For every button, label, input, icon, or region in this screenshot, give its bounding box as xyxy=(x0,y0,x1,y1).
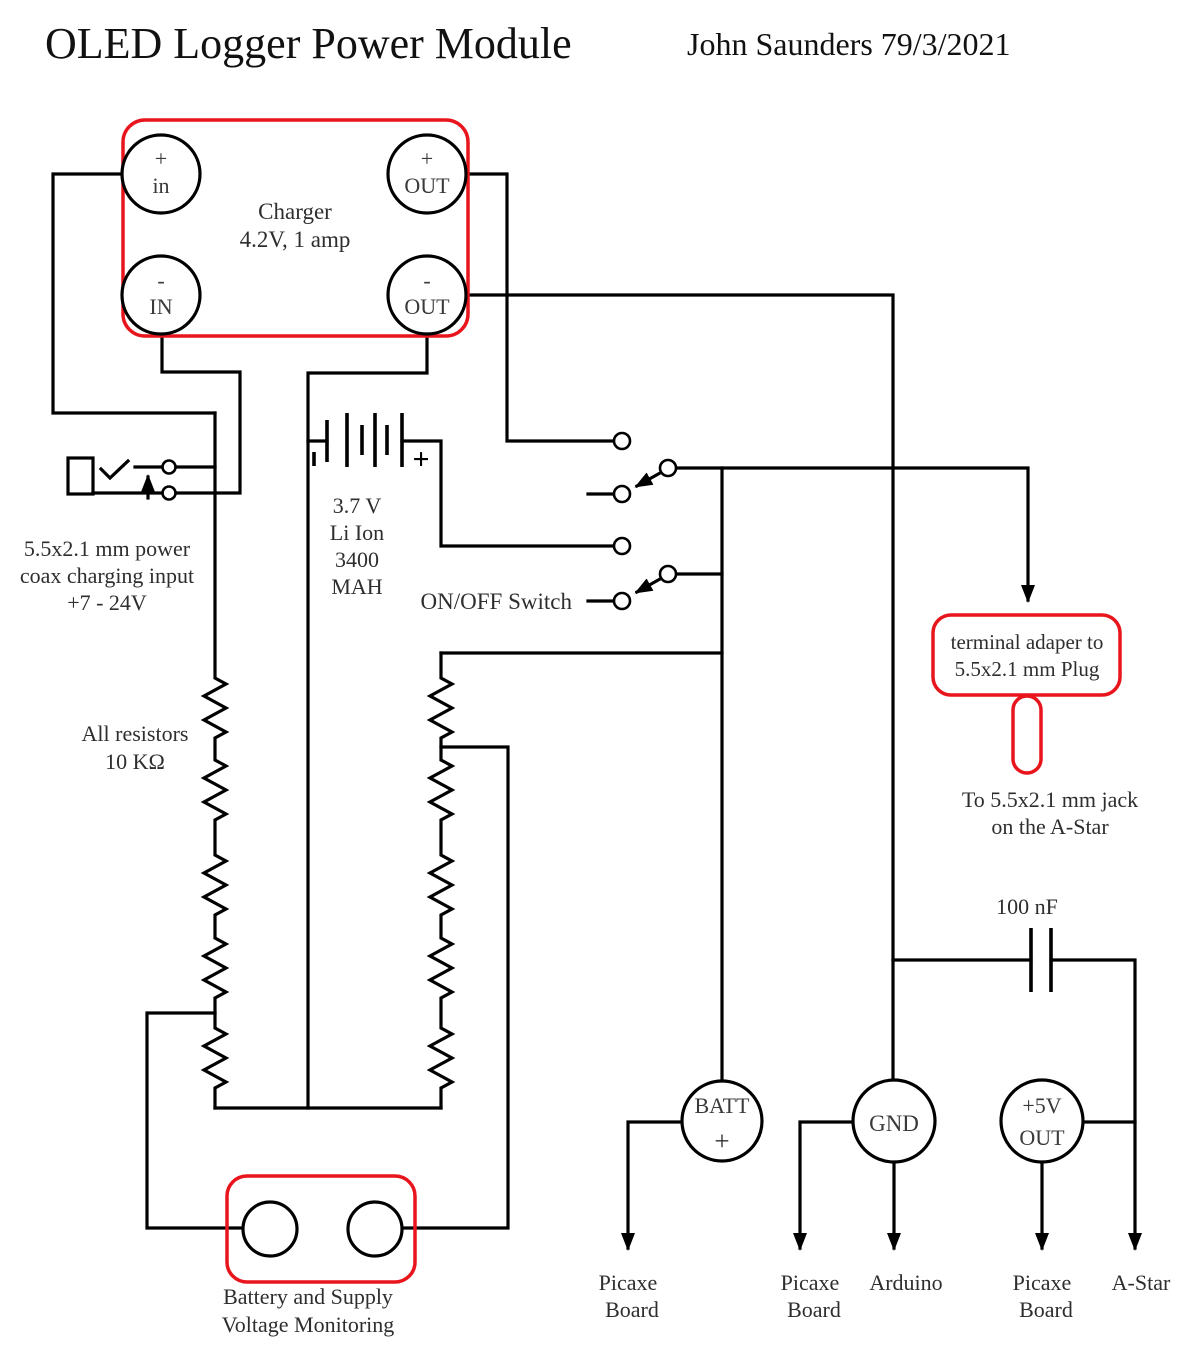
wires xyxy=(51,172,1142,1251)
monitor-input-right xyxy=(346,1200,404,1258)
5v-pad-line2: OUT xyxy=(1019,1125,1065,1150)
charger-terminal-pos-out xyxy=(386,133,468,215)
resistor-divider-left xyxy=(200,411,230,1110)
battery-spec-line3: 3400 xyxy=(335,547,379,572)
batt-pad-line2: + xyxy=(714,1126,729,1156)
capacitor-label: 100 nF xyxy=(996,894,1058,919)
capacitor-100nf: 100 nF xyxy=(996,894,1058,992)
batt-pad-line1: BATT xyxy=(695,1093,751,1118)
neg-out-sign: - xyxy=(423,268,430,293)
switch1-wiper-arrow xyxy=(634,470,663,489)
coax-jack: 5.5x2.1 mm power coax charging input +7 … xyxy=(20,456,217,615)
adapter-line1: terminal adaper to xyxy=(951,630,1104,654)
pad-batt-plus: BATT + xyxy=(680,1079,764,1163)
charger-outline xyxy=(121,118,470,338)
dest-picaxe2-line1: Picaxe xyxy=(781,1270,840,1295)
dest-a-star: A-Star xyxy=(1112,1270,1171,1295)
wire-cap-right-to-a-star xyxy=(1049,958,1142,1251)
wire-monitor-right xyxy=(376,745,510,1230)
pos-in-sign: + xyxy=(155,146,167,171)
wire-gnd-picaxe xyxy=(793,1120,855,1251)
gnd-pad-circle xyxy=(851,1078,937,1164)
charger-name-line1: Charger xyxy=(258,199,332,224)
jack-sleeve-contact xyxy=(161,485,177,501)
destination-labels: Picaxe Board Picaxe Board Arduino Picaxe… xyxy=(599,1270,1171,1322)
charger-terminal-pos-in xyxy=(120,133,202,215)
switch1-throw-top xyxy=(612,431,632,451)
resistor-chain-left xyxy=(200,411,230,1110)
onoff-switch-label: ON/OFF Switch xyxy=(421,589,573,614)
monitoring-module: Battery and Supply Voltage Monitoring xyxy=(222,1174,417,1337)
wire-switched-plus xyxy=(674,466,1035,603)
dest-picaxe1-line2: Board xyxy=(605,1297,659,1322)
jack-tip-contact xyxy=(161,459,177,475)
neg-in-label: IN xyxy=(149,294,172,319)
dest-picaxe1-line1: Picaxe xyxy=(599,1270,658,1295)
pos-out-sign: + xyxy=(421,146,433,171)
page-title: OLED Logger Power Module xyxy=(45,19,572,68)
adapter-line2: 5.5x2.1 mm Plug xyxy=(955,657,1100,681)
dest-picaxe3-line1: Picaxe xyxy=(1013,1270,1072,1295)
battery-spec-line1: 3.7 V xyxy=(333,493,382,518)
switch2-pole xyxy=(658,564,678,584)
battery-symbol: + 3.7 V Li Ion 3400 MAH xyxy=(306,413,430,599)
battery-spec-line4: MAH xyxy=(331,574,382,599)
terminal-adapter: terminal adaper to 5.5x2.1 mm Plug To 5.… xyxy=(931,613,1138,839)
coax-note-line2: coax charging input xyxy=(20,563,194,588)
author-date: John Saunders 79/3/2021 xyxy=(687,26,1011,62)
resistor-note-line2: 10 KΩ xyxy=(105,749,165,774)
jack-tip-spring xyxy=(98,458,131,481)
switch1-pole xyxy=(658,458,678,478)
wire-pos-out xyxy=(464,172,615,443)
pos-out-label: OUT xyxy=(404,173,450,198)
jack-body xyxy=(66,456,95,496)
wire-battery-plus xyxy=(400,439,615,548)
pos-in-label: in xyxy=(152,173,169,198)
adapter-outline xyxy=(931,613,1122,697)
dest-picaxe3-line2: Board xyxy=(1019,1297,1073,1322)
5v-pad-circle xyxy=(999,1078,1085,1164)
monitor-label-line2: Voltage Monitoring xyxy=(222,1312,395,1337)
coax-note-line3: +7 - 24V xyxy=(67,590,147,615)
battery-plus-mark: + xyxy=(412,443,429,476)
wire-pos-in xyxy=(51,172,217,415)
charger-terminal-neg-out xyxy=(386,254,468,336)
battery-spec-line2: Li Ion xyxy=(330,520,384,545)
monitor-input-left xyxy=(241,1200,299,1258)
wire-neg-out-to-gnd xyxy=(464,293,895,1083)
resistor-chain-right xyxy=(426,651,456,1110)
dest-picaxe2-line2: Board xyxy=(787,1297,841,1322)
resistor-note-line1: All resistors xyxy=(82,721,189,746)
neg-in-sign: - xyxy=(157,268,164,293)
charger-name-line2: 4.2V, 1 amp xyxy=(240,227,351,252)
resistor-divider-right xyxy=(426,651,456,1110)
pad-gnd: GND xyxy=(851,1078,937,1164)
switch2-wiper-arrow xyxy=(634,576,663,595)
dest-arduino: Arduino xyxy=(869,1270,942,1295)
switch2-throw-top xyxy=(612,536,632,556)
switch2-throw-bottom xyxy=(612,591,632,611)
pad-5v-out: +5V OUT xyxy=(999,1078,1085,1164)
charger-module: + in + OUT - IN - OUT Charger 4.2V, 1 am… xyxy=(120,118,470,338)
5v-pad-line1: +5V xyxy=(1022,1093,1061,1118)
neg-out-label: OUT xyxy=(404,294,450,319)
onoff-switch: ON/OFF Switch xyxy=(421,431,678,614)
adapter-note-line1: To 5.5x2.1 mm jack xyxy=(962,787,1138,812)
wire-batt-picaxe xyxy=(621,1120,684,1251)
monitor-outline xyxy=(225,1174,417,1284)
charger-terminal-neg-in xyxy=(120,254,202,336)
wire-monitor-left xyxy=(145,1011,244,1230)
batt-plus-pad-circle xyxy=(680,1079,764,1163)
coax-note-line1: 5.5x2.1 mm power xyxy=(24,536,191,561)
wire-neg-in-to-jack xyxy=(160,332,242,495)
adapter-note-line2: on the A-Star xyxy=(991,814,1109,839)
switch1-throw-bottom xyxy=(612,484,632,504)
gnd-pad-label: GND xyxy=(869,1111,919,1136)
adapter-plug-pill xyxy=(1011,694,1043,775)
monitor-label-line1: Battery and Supply xyxy=(223,1284,393,1309)
wire-neg-out-to-battery xyxy=(306,332,429,1110)
